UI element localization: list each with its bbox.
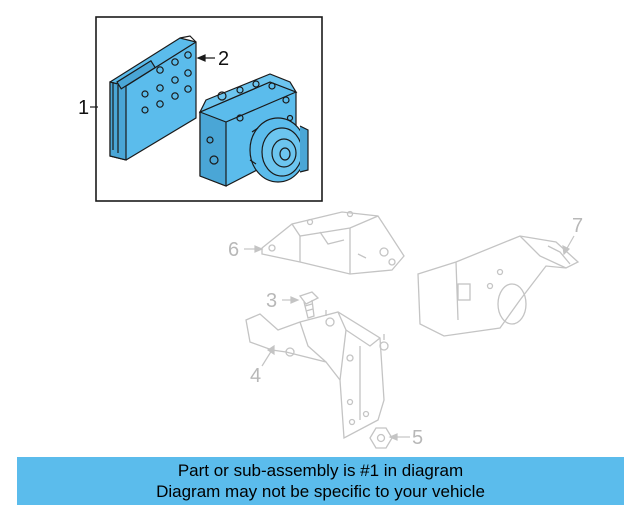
bolt[interactable] bbox=[298, 291, 320, 319]
callout-2: 2 bbox=[218, 48, 229, 70]
callout-3: 3 bbox=[266, 290, 277, 312]
callout-1: 1 bbox=[78, 97, 89, 119]
callout-6: 6 bbox=[228, 239, 239, 261]
lower-bracket[interactable] bbox=[245, 310, 389, 440]
callout-5: 5 bbox=[412, 427, 423, 449]
side-bracket[interactable] bbox=[417, 235, 580, 337]
callout-7: 7 bbox=[572, 215, 583, 237]
leader-lines-grey bbox=[244, 235, 575, 441]
control-module[interactable] bbox=[109, 35, 197, 161]
parts-diagram: 1 2 6 7 3 4 5 bbox=[78, 16, 583, 449]
ghost-parts bbox=[245, 210, 580, 449]
upper-bracket[interactable] bbox=[261, 210, 405, 275]
leader-lines-dark bbox=[90, 54, 215, 108]
callout-4: 4 bbox=[250, 365, 261, 387]
hydraulic-unit[interactable] bbox=[198, 73, 309, 187]
nut[interactable] bbox=[369, 427, 393, 449]
banner-line-1: Part or sub-assembly is #1 in diagram bbox=[177, 461, 464, 480]
info-banner: Part or sub-assembly is #1 in diagram Di… bbox=[17, 457, 624, 505]
assembly-frame bbox=[95, 16, 323, 202]
banner-line-2: Diagram may not be specific to your vehi… bbox=[156, 482, 485, 501]
